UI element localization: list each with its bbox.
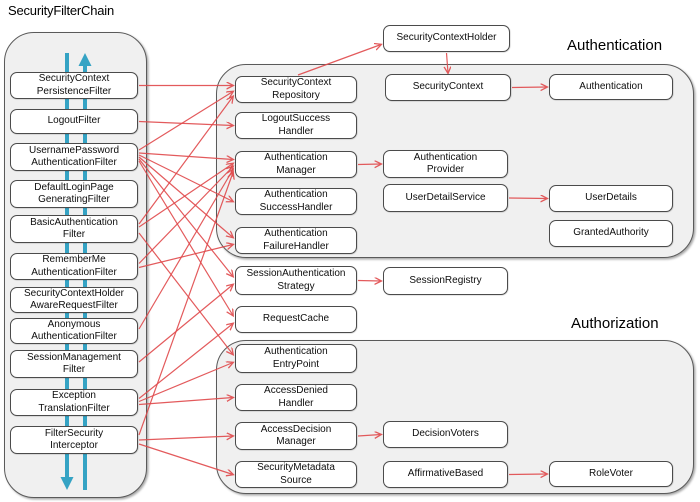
- box-label: SecurityContext: [260, 77, 332, 89]
- box-decision-voters: DecisionVoters: [383, 421, 508, 448]
- box-label: UsernamePassword: [28, 144, 120, 156]
- box-logout-filter: LogoutFilter: [10, 109, 138, 134]
- edge-session-authentication-strategy-to-session-registry: [357, 281, 381, 282]
- box-label: EntryPoint: [272, 358, 320, 370]
- box-session-registry: SessionRegistry: [383, 267, 508, 295]
- box-label: Interceptor: [50, 440, 98, 451]
- box-security-context: SecurityContext: [385, 74, 511, 101]
- box-label: Anonymous: [47, 318, 101, 330]
- box-label: RoleVoter: [589, 467, 633, 479]
- box-label: AccessDecision: [260, 423, 332, 435]
- box-label: Filter: [62, 229, 86, 240]
- box-label: SessionRegistry: [409, 274, 482, 286]
- box-user-details: UserDetails: [549, 185, 673, 212]
- box-label: GrantedAuthority: [573, 227, 649, 239]
- box-label: Manager: [276, 164, 316, 176]
- authentication-section-label: Authentication: [567, 37, 663, 54]
- box-label: Source: [280, 474, 312, 486]
- box-label: Strategy: [277, 280, 315, 292]
- authorization-section-label: Authorization: [571, 315, 659, 332]
- box-label: SecurityContext: [38, 73, 110, 85]
- box-label: AuthenticationFilter: [31, 331, 117, 342]
- edge-basic-authentication-filter-to-authentication-entry-point: [138, 232, 233, 355]
- box-label: DecisionVoters: [412, 428, 479, 440]
- box-label: UserDetails: [585, 192, 637, 204]
- box-label: RequestCache: [262, 313, 330, 325]
- box-label: Repository: [272, 89, 320, 101]
- box-label: TranslationFilter: [38, 402, 110, 414]
- box-label: PersistenceFilter: [36, 85, 112, 97]
- box-label: Authentication: [264, 228, 328, 240]
- box-label: GeneratingFilter: [38, 194, 110, 205]
- box-label: BasicAuthentication: [30, 216, 118, 228]
- box-label: FailureHandler: [263, 240, 329, 252]
- box-label: RememberMe: [42, 254, 106, 266]
- box-label: Authentication: [579, 80, 643, 92]
- box-authentication: Authentication: [549, 74, 673, 100]
- box-user-detail-service: UserDetailService: [383, 184, 508, 212]
- box-label: AccessDenied: [264, 385, 328, 397]
- box-role-voter: RoleVoter: [549, 461, 673, 487]
- box-label: AffirmativeBased: [407, 468, 484, 480]
- box-granted-authority: GrantedAuthority: [549, 220, 673, 247]
- diagram-title: SecurityFilterChain: [8, 3, 115, 18]
- box-label: Authentication: [413, 151, 478, 163]
- box-label: SecurityContext: [412, 81, 484, 93]
- box-label: LogoutSuccess: [261, 113, 331, 125]
- box-label: SuccessHandler: [259, 201, 333, 213]
- box-affirmative-based: AffirmativeBased: [383, 461, 508, 488]
- box-label: Exception: [52, 390, 96, 402]
- box-label: Authentication: [264, 152, 328, 164]
- box-label: SessionAuthentication: [246, 268, 346, 280]
- box-label: Filter: [62, 364, 86, 375]
- box-security-context-holder: SecurityContextHolder: [383, 25, 510, 52]
- box-label: Provider: [426, 164, 465, 175]
- edge-session-management-filter-to-session-authentication-strategy: [138, 285, 233, 363]
- box-label: AuthenticationFilter: [31, 266, 117, 278]
- box-label: AuthenticationFilter: [31, 157, 117, 168]
- box-label: Handler: [278, 125, 314, 137]
- box-label: LogoutFilter: [47, 115, 101, 127]
- box-label: Manager: [276, 436, 316, 447]
- box-label: Authentication: [264, 189, 328, 201]
- box-label: Handler: [278, 397, 314, 409]
- edge-remember-me-authentication-filter-to-authentication-failure-handler: [138, 245, 233, 269]
- box-label: UserDetailService: [405, 191, 486, 203]
- box-label: FilterSecurity: [44, 427, 104, 439]
- box-label: SecurityMetadata: [257, 462, 335, 474]
- box-label: AwareRequestFilter: [30, 300, 118, 311]
- box-label: Authentication: [264, 346, 328, 358]
- box-label: SecurityContextHolder: [396, 32, 497, 44]
- box-label: SessionManagement: [27, 351, 121, 363]
- box-label: DefaultLoginPage: [34, 181, 114, 193]
- box-label: SecurityContextHolder: [23, 287, 125, 299]
- box-request-cache: RequestCache: [235, 306, 357, 333]
